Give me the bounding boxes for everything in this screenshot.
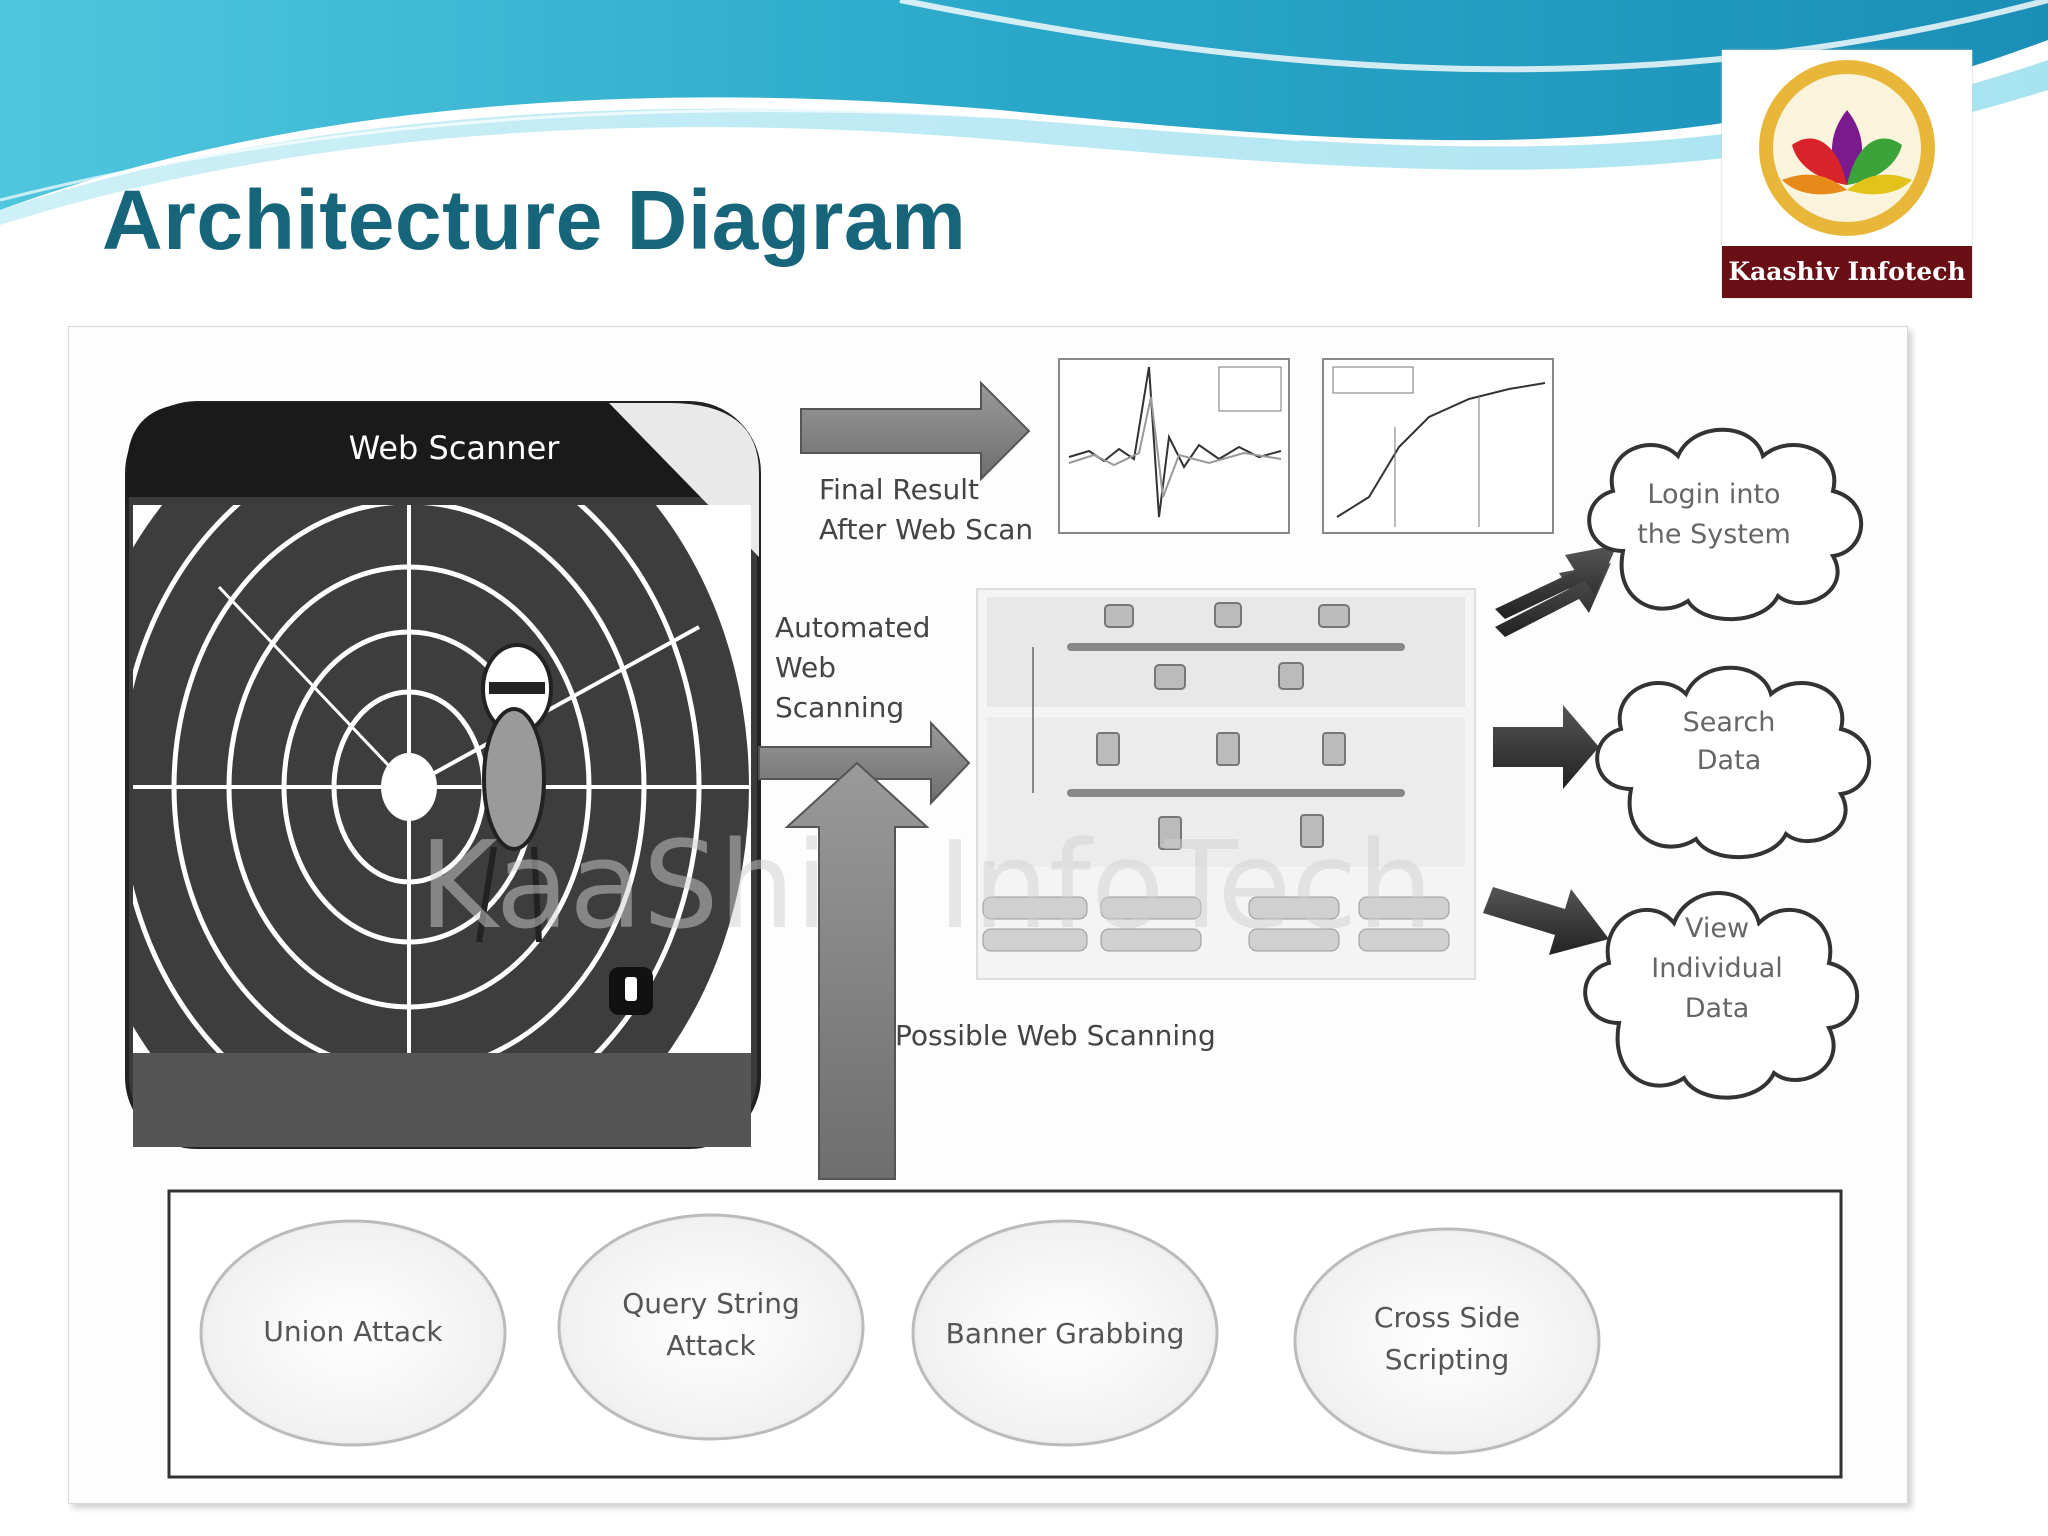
attack-oval-banner-grabbing [911,1219,1219,1447]
network-infrastructure-diagram [976,588,1476,980]
automated-label-line3: Scanning [775,691,904,724]
cloud-search-line2: Data [1697,745,1761,776]
header-wave-decoration [0,0,2048,225]
possible-scan-arrow [784,761,930,1180]
login-arrow [1495,545,1617,637]
web-scanner-label: Web Scanner [349,429,561,467]
web-scanner-graphic: Web Scanner [125,401,761,1149]
cloud-view-line2: Individual [1651,953,1783,984]
architecture-diagram-panel: Web Scanner Final Result After Web Scan [68,326,1908,1504]
attack-union-line1: Union Attack [263,1315,443,1348]
possible-scan-label: Possible Web Scanning [895,1019,1216,1052]
result-chart-right [1322,358,1554,534]
architecture-diagram: Web Scanner Final Result After Web Scan [125,358,1872,1479]
cloud-login-line2: the System [1637,519,1791,550]
attack-banner-line1: Banner Grabbing [946,1317,1185,1350]
final-result-label-line1: Final Result [819,473,979,506]
logo-caption: Kaashiv Infotech [1722,246,1972,298]
attack-cross-line1: Cross Side [1374,1301,1520,1334]
cloud-search [1595,665,1872,860]
cloud-login-line1: Login into [1647,479,1780,510]
attack-cross-line2: Scripting [1385,1343,1510,1376]
cloud-search-line1: Search [1683,707,1776,738]
automated-scan-arrow [758,720,971,806]
hacker-figure-icon [476,643,553,943]
cloud-login [1587,427,1864,622]
watermark: KaaShiv InfoTech [419,817,1433,956]
cloud-view-line1: View [1685,913,1749,944]
final-result-arrow [800,380,1031,482]
lock-icon [609,967,653,1015]
attack-oval-cross-side-scripting [1293,1227,1601,1455]
view-arrow [1483,887,1609,955]
page-title: Architecture Diagram [102,173,967,267]
cloud-view [1583,891,1860,1100]
final-result-label-line2: After Web Scan [819,513,1033,546]
attack-oval-union [199,1219,507,1447]
attack-query-line2: Attack [666,1329,756,1362]
cloud-view-line3: Data [1685,993,1749,1024]
company-logo: Kaashiv Infotech [1722,50,1972,298]
result-chart-left [1058,358,1290,534]
automated-label-line1: Automated [775,611,930,644]
attack-query-line1: Query String [622,1287,800,1320]
lotus-emblem-icon [1759,60,1935,236]
search-arrow [1493,705,1599,789]
attack-oval-query-string [557,1213,865,1441]
automated-label-line2: Web [775,651,836,684]
